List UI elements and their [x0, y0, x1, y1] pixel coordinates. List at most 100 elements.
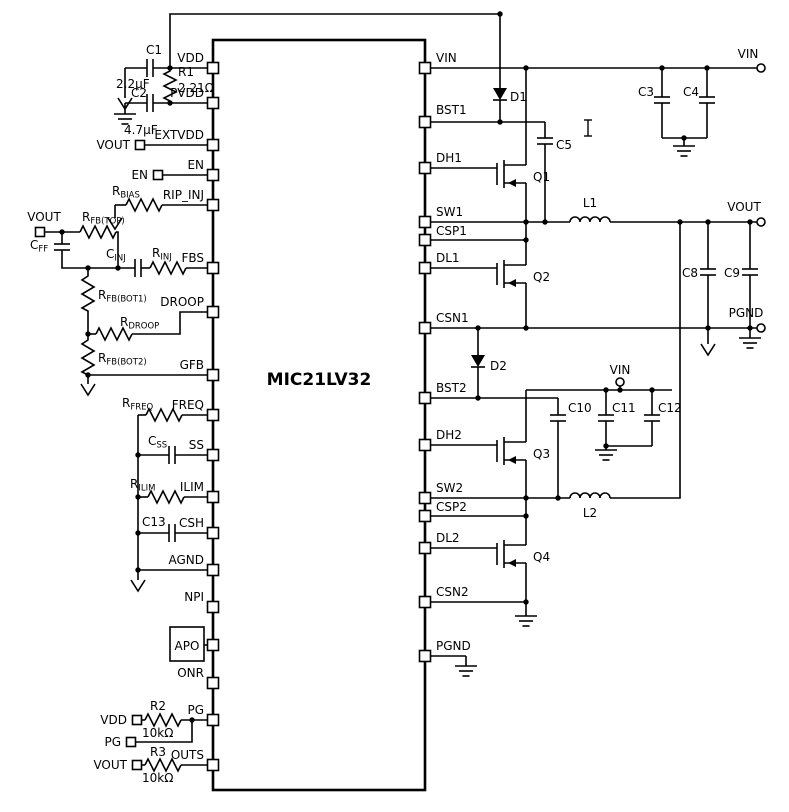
- inductor-l2: [569, 492, 611, 499]
- terminal-label-vin-mid: VIN: [610, 363, 631, 377]
- pin-left-pvdd: PVDD: [170, 86, 220, 110]
- pin-right-dh2: DH2: [418, 428, 462, 452]
- resistor-rdroop: [95, 327, 133, 341]
- label-c2-value: 4.7µF: [124, 123, 158, 137]
- pin-label-rip-inj: RIP_INJ: [163, 188, 204, 202]
- pin-left-agnd: AGND: [168, 553, 220, 577]
- pin-right-csp1: CSP1: [418, 224, 467, 247]
- terminal-label-en: EN: [131, 168, 148, 182]
- pin-left-gfb: GFB: [180, 358, 220, 382]
- label-c9: C9: [724, 266, 740, 280]
- label-rfbtop: RFB(TOP): [82, 210, 125, 227]
- pin-left-vdd: VDD: [177, 51, 220, 75]
- pin-left-npi: NPI: [184, 590, 220, 614]
- component-labels: C1 2.2µF R1 2.21Ω C2 4.7µF RBIAS RFB(TOP…: [30, 43, 740, 785]
- label-c3: C3: [638, 85, 654, 99]
- terminal-pg: PG: [104, 735, 137, 749]
- label-r3-value: 10kΩ: [142, 771, 173, 785]
- label-c1-value: 2.2µF: [116, 77, 150, 91]
- junction-dots: [59, 11, 753, 723]
- pin-label-pg: PG: [187, 703, 204, 717]
- pin-label-onr: ONR: [177, 666, 204, 680]
- pin-left-csh: CSH: [179, 516, 220, 540]
- label-q4: Q4: [533, 550, 550, 564]
- terminals: VOUT EN VOUT VDD PG VOUT VIN VOUT PGND V…: [27, 47, 766, 772]
- terminal-pgnd-right: PGND: [729, 306, 766, 333]
- label-q1: Q1: [533, 170, 550, 184]
- pin-left-extvdd: EXTVDD: [154, 128, 220, 152]
- terminal-vout-right: VOUT: [727, 200, 766, 227]
- pin-right-csn2: CSN2: [418, 585, 469, 609]
- pin-right-bst2: BST2: [418, 381, 467, 405]
- capacitor-c9: [741, 268, 759, 276]
- label-l2: L2: [583, 506, 597, 520]
- pin-right-vin: VIN: [418, 51, 457, 75]
- label-rfbbot2: RFB(BOT2): [98, 351, 147, 368]
- ground-c9-icon: [738, 337, 762, 349]
- label-c1: C1: [146, 43, 162, 57]
- resistor-rbias: [125, 198, 163, 212]
- capacitor-cinj: [134, 258, 142, 278]
- pin-label-csh: CSH: [179, 516, 204, 530]
- label-c13: C13: [142, 515, 166, 529]
- pin-label-dh1: DH1: [436, 151, 462, 165]
- pin-left-droop: DROOP: [160, 295, 220, 319]
- wires-left: [44, 67, 208, 766]
- capacitor-c1: [146, 58, 154, 78]
- pins-left: VDD PVDD EXTVDD EN RIP_INJ FBS DROOP GFB…: [154, 51, 220, 772]
- label-c5: C5: [556, 138, 572, 152]
- label-rinj: RINJ: [152, 246, 172, 263]
- label-rfreq: RFREQ: [122, 396, 154, 413]
- terminal-vdd-pg: VDD: [100, 713, 143, 727]
- pin-right-bst1: BST1: [418, 103, 467, 129]
- pin-left-ilim: ILIM: [180, 480, 220, 504]
- terminal-en: EN: [131, 168, 164, 182]
- label-c2: C2: [131, 86, 147, 100]
- pin-label-npi: NPI: [184, 590, 204, 604]
- terminal-label-vout-outs: VOUT: [93, 758, 127, 772]
- pin-left-apo: APO: [169, 626, 220, 662]
- label-r1-value: 2.21Ω: [178, 81, 214, 95]
- pin-left-onr: ONR: [177, 666, 220, 690]
- ground-fb-icon: [80, 383, 96, 396]
- pin-label-freq: FREQ: [172, 398, 204, 412]
- pin-label-pvdd: PVDD: [170, 86, 204, 100]
- terminal-label-vout-fb: VOUT: [27, 210, 61, 224]
- label-cff: CFF: [30, 238, 48, 255]
- label-rfbbot1: RFB(BOT1): [98, 288, 147, 305]
- terminal-label-vout-right: VOUT: [727, 200, 761, 214]
- pin-label-ilim: ILIM: [180, 480, 204, 494]
- ground-csn2-icon: [514, 615, 538, 627]
- pin-label-csn2: CSN2: [436, 585, 469, 599]
- capacitor-c5: [536, 137, 554, 145]
- wires-top: [169, 13, 501, 122]
- pin-label-sw2: SW2: [436, 481, 463, 495]
- pin-left-rip-inj: RIP_INJ: [163, 188, 220, 212]
- pin-right-sw2: SW2: [418, 481, 463, 505]
- capacitor-c8: [699, 268, 717, 276]
- inductor-l1: [569, 216, 611, 223]
- pin-right-dl2: DL2: [418, 531, 460, 555]
- pin-label-extvdd: EXTVDD: [154, 128, 204, 142]
- pin-label-csn1: CSN1: [436, 311, 469, 325]
- pin-right-sw1: SW1: [418, 205, 463, 229]
- mosfet-q4: [496, 539, 527, 569]
- capacitor-c12: [643, 414, 661, 422]
- terminal-label-vin-top: VIN: [738, 47, 759, 61]
- label-r2: R2: [150, 699, 166, 713]
- capacitor-c13: [168, 523, 176, 543]
- capacitor-c11: [597, 414, 615, 422]
- pin-label-ss: SS: [189, 438, 204, 452]
- resistor-rfbtop: [79, 225, 117, 239]
- pins-right: VIN BST1 DH1 SW1 CSP1 DL1 CSN1 BST2 DH2 …: [418, 51, 471, 663]
- terminal-vin-mid: VIN: [610, 363, 631, 387]
- pin-label-fbs: FBS: [181, 251, 204, 265]
- mosfet-q1: [496, 159, 527, 189]
- label-css: CSS: [148, 434, 167, 451]
- label-d2: D2: [490, 359, 507, 373]
- pin-right-pgnd: PGND: [418, 639, 471, 663]
- pin-label-gfb: GFB: [180, 358, 204, 372]
- label-rbias: RBIAS: [112, 184, 140, 201]
- label-rilim: RILIM: [130, 477, 155, 494]
